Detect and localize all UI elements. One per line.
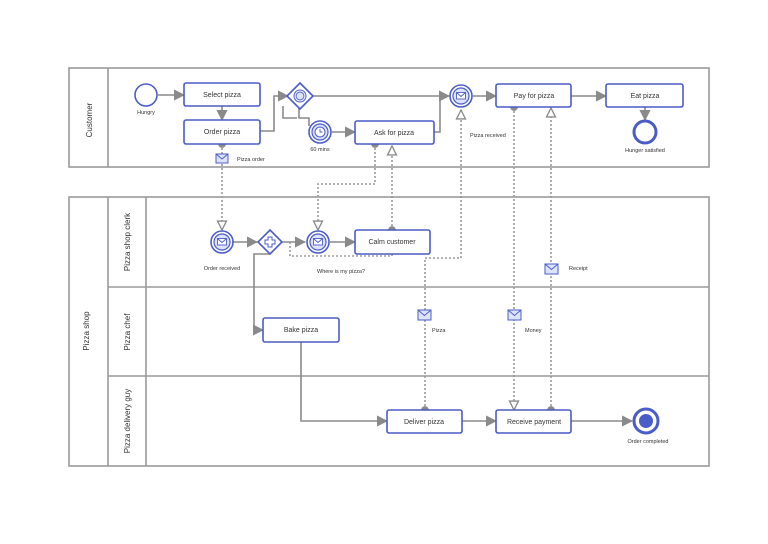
label-order-received: Order received	[204, 266, 240, 272]
end-event-hunger-satisfied[interactable]	[632, 119, 658, 145]
label-hungry: Hungry	[137, 110, 155, 116]
event-based-gateway[interactable]	[285, 81, 315, 111]
task-receive-payment[interactable]: Receive payment	[495, 409, 572, 434]
svg-text:Select pizza: Select pizza	[203, 92, 241, 99]
task-select-pizza[interactable]: Select pizza	[183, 82, 261, 107]
svg-text:Eat pizza: Eat pizza	[631, 93, 660, 100]
plus-icon	[264, 236, 276, 248]
customer-pool-label: Customer	[85, 102, 94, 137]
svg-text:Pay for pizza: Pay for pizza	[514, 93, 555, 100]
lane-label-clerk: Pizza shop clerk	[123, 212, 132, 271]
message-pizza: Pizza	[417, 309, 446, 334]
task-calm-customer[interactable]: Calm customer	[354, 229, 431, 255]
svg-text:Pizza: Pizza	[432, 328, 446, 334]
lane-label-chef: Pizza chef	[123, 313, 132, 351]
label-60-mins: 60 mins	[310, 147, 330, 153]
message-pizza-order: Pizza order	[215, 153, 265, 164]
svg-text:Bake pizza: Bake pizza	[284, 327, 318, 334]
envelope-icon	[456, 92, 466, 100]
timer-event-60-mins[interactable]	[308, 120, 332, 144]
parallel-gateway[interactable]	[256, 228, 284, 256]
svg-text:Order pizza: Order pizza	[204, 129, 240, 136]
label-order-completed: Order completed	[628, 439, 669, 445]
message-event-pizza-received[interactable]	[449, 84, 473, 108]
task-bake-pizza[interactable]: Bake pizza	[262, 317, 340, 343]
svg-text:Calm customer: Calm customer	[368, 239, 416, 246]
svg-text:Money: Money	[525, 328, 542, 334]
end-event-order-completed[interactable]	[632, 407, 660, 435]
pizza-shop-pool-label: Pizza shop	[82, 311, 91, 351]
message-event-wheres-my-pizza[interactable]	[306, 230, 330, 254]
customer-pool: Customer	[68, 67, 710, 168]
message-event-order-received[interactable]	[210, 230, 234, 254]
label-pizza-received: Pizza received	[470, 133, 506, 139]
svg-text:Pizza order: Pizza order	[237, 157, 265, 163]
sequence-flows	[158, 89, 651, 427]
task-ask-for-pizza[interactable]: Ask for pizza	[354, 120, 435, 145]
svg-text:Ask for pizza: Ask for pizza	[374, 130, 414, 137]
start-event-hungry[interactable]	[134, 83, 158, 107]
svg-text:Receive payment: Receive payment	[507, 419, 561, 426]
label-wheres-my-pizza: Where is my pizza?	[317, 269, 365, 275]
task-deliver-pizza[interactable]: Deliver pizza	[386, 409, 463, 434]
envelope-icon	[313, 238, 323, 246]
task-pay-for-pizza[interactable]: Pay for pizza	[495, 83, 572, 108]
message-receipt: Receipt	[544, 263, 588, 275]
message-money: Money	[507, 309, 542, 334]
task-eat-pizza[interactable]: Eat pizza	[605, 83, 684, 108]
svg-text:Receipt: Receipt	[569, 266, 588, 272]
label-hunger-satisfied: Hunger satisfied	[625, 148, 665, 154]
lane-label-delivery: Pizza delivery guy	[123, 389, 132, 453]
svg-text:Deliver pizza: Deliver pizza	[404, 419, 444, 426]
task-order-pizza[interactable]: Order pizza	[183, 119, 261, 145]
envelope-icon	[217, 238, 227, 246]
